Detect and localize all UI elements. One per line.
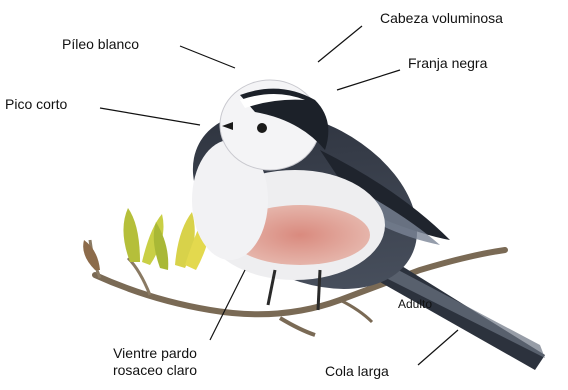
label-crown: Píleo blanco bbox=[62, 36, 139, 53]
label-age: Adulto bbox=[398, 296, 432, 313]
eye bbox=[257, 123, 267, 133]
leaves bbox=[83, 205, 211, 270]
label-belly: Vientre pardo rosaceo claro bbox=[100, 345, 210, 379]
label-head: Cabeza voluminosa bbox=[380, 10, 503, 27]
label-tail: Cola larga bbox=[325, 363, 389, 380]
label-beak: Pico corto bbox=[5, 96, 67, 113]
label-stripe: Franja negra bbox=[408, 55, 487, 72]
label-belly-line2: rosaceo claro bbox=[100, 362, 210, 379]
label-belly-line1: Vientre pardo bbox=[100, 345, 210, 362]
